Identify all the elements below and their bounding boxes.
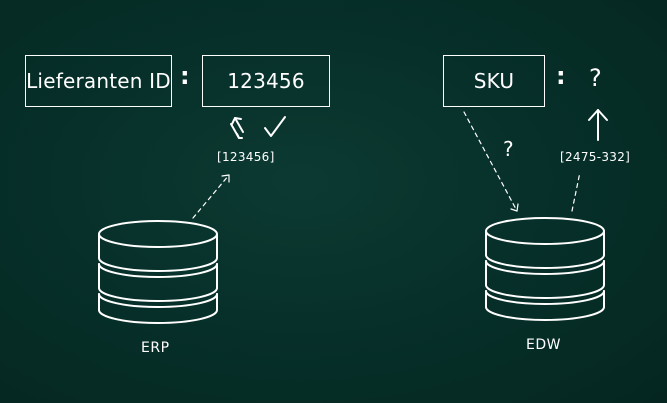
checkmark-icon [264, 116, 286, 137]
sku-label-box: SKU [443, 55, 545, 107]
right-separator: : [556, 62, 566, 90]
erp-database-icon [98, 220, 218, 324]
lieferanten-id-label: Lieferanten ID [26, 69, 171, 93]
swap-arrows-icon [230, 117, 244, 139]
edw-lookup-value: [2475-332] [560, 150, 631, 164]
lieferanten-id-label-box: Lieferanten ID [25, 55, 172, 107]
up-arrow-icon [588, 109, 608, 141]
sku-label: SKU [473, 69, 515, 93]
edw-database-icon [485, 217, 605, 321]
lieferanten-id-value-box: 123456 [202, 55, 330, 107]
sku-value: ? [589, 64, 602, 92]
erp-to-lookup-arrow [192, 174, 230, 219]
edw-label: EDW [526, 337, 561, 353]
lieferanten-id-value: 123456 [227, 69, 305, 93]
sku-to-edw-arrow [463, 111, 519, 212]
left-separator: : [180, 62, 190, 90]
erp-lookup-value: [123456] [217, 150, 275, 164]
edw-to-lookup-line [571, 171, 581, 212]
sku-lookup-question: ? [503, 137, 514, 161]
erp-label: ERP [141, 340, 170, 356]
